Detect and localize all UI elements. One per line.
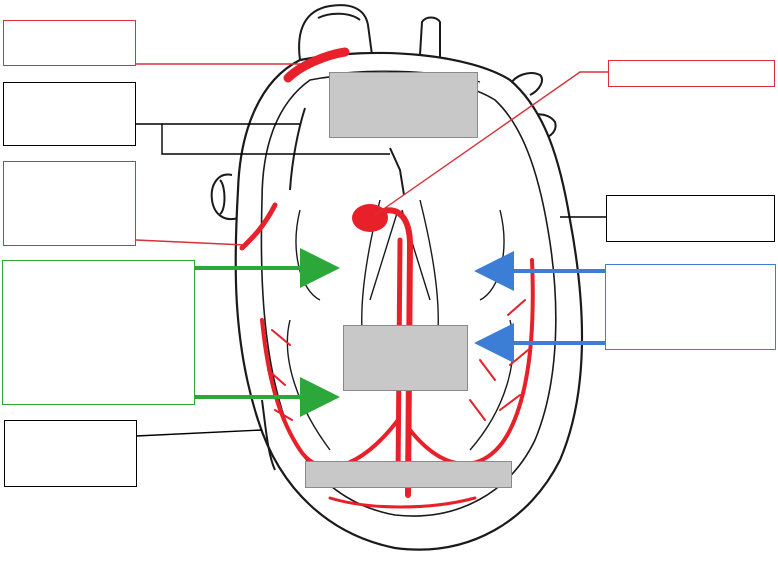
heart-inner-wall (260, 73, 557, 517)
label-box-green-left[interactable] (2, 260, 195, 405)
label-box-red-mid-left[interactable] (3, 161, 136, 246)
label-box-black-right[interactable] (606, 195, 775, 242)
label-box-black-lower-left[interactable] (4, 420, 137, 487)
label-box-blue-right[interactable] (605, 264, 776, 350)
placeholder-box-bottom[interactable] (305, 461, 512, 488)
label-box-black-upper-left[interactable] (3, 82, 136, 146)
label-box-red-top-left[interactable] (3, 20, 136, 66)
suture-marks (261, 107, 405, 471)
sinoatrial-node (352, 204, 388, 232)
placeholder-box-middle[interactable] (343, 325, 468, 391)
leader-lines (135, 63, 608, 437)
chamber-lines (286, 70, 514, 451)
placeholder-box-top[interactable] (329, 72, 478, 138)
label-box-red-top-right[interactable] (608, 60, 775, 87)
indicator-arrows (195, 248, 605, 417)
